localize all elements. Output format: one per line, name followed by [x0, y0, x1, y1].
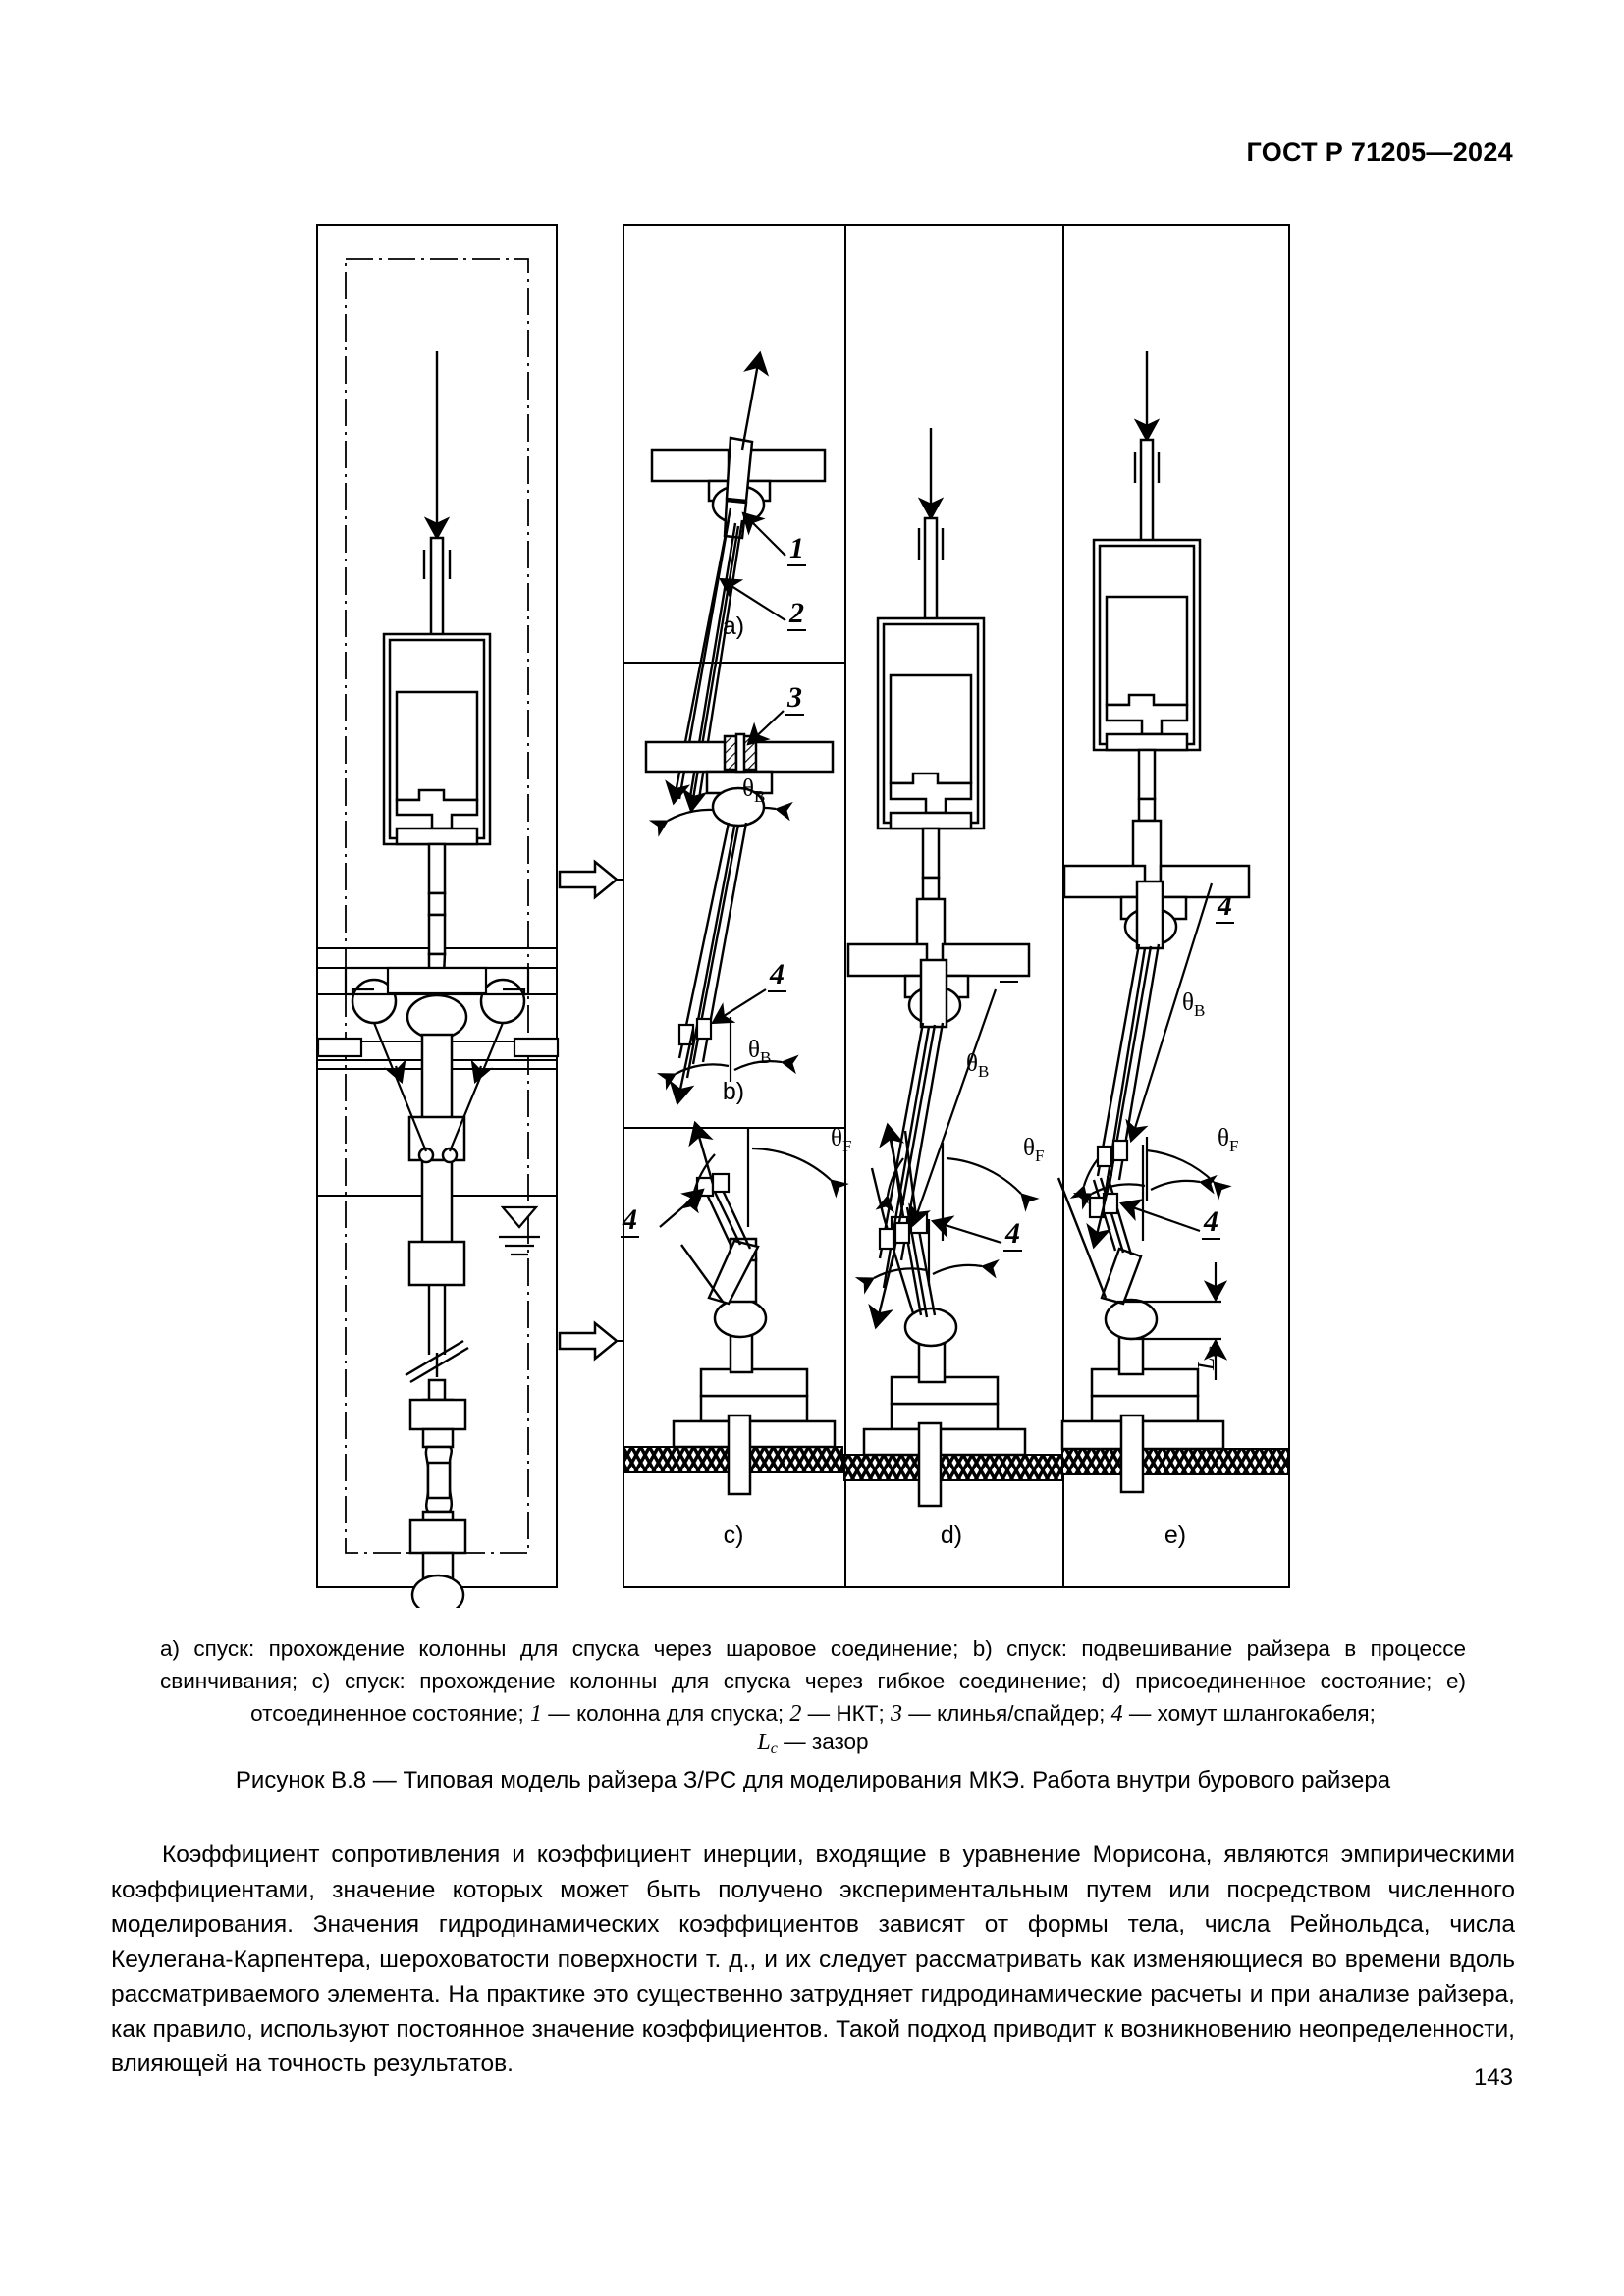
theta-sub: F: [1034, 1147, 1045, 1165]
theta-glyph: θ: [748, 1037, 760, 1063]
caption-item-4-text: хомут шлангокабеля;: [1157, 1701, 1376, 1726]
caption-item-1-text: колонна для спуска;: [576, 1701, 790, 1726]
connector-arrow-lower: [558, 1320, 619, 1362]
angle-theta-f-panel-e: θF: [1218, 1125, 1238, 1156]
overview-diagram: [316, 258, 560, 1608]
page-header-standard: ГОСТ Р 71205—2024: [1246, 137, 1513, 167]
panel-b-art: [644, 710, 835, 1106]
callout-3-panel-b: 3: [785, 681, 804, 716]
angle-theta-b-panel-mid: θB: [966, 1050, 989, 1082]
angle-theta-b-panel-right: θB: [1182, 989, 1205, 1021]
theta-glyph: θ: [831, 1125, 842, 1151]
angle-theta-b-panel-b: θB: [748, 1037, 771, 1068]
theta-sub: F: [841, 1137, 852, 1155]
theta-glyph: θ: [1182, 989, 1194, 1016]
mid-column-art: [846, 351, 1251, 1330]
theta-glyph: θ: [966, 1050, 978, 1077]
callout-4-panel-e: 4: [1202, 1205, 1220, 1240]
panel-label-d: d): [940, 1522, 963, 1549]
theta-sub: B: [753, 787, 766, 806]
theta-sub: B: [977, 1062, 990, 1081]
angle-theta-f-panel-d: θF: [1023, 1135, 1044, 1166]
caption-item-1-num: 1: [530, 1701, 543, 1727]
figure-caption: a) спуск: прохождение колонны для спуска…: [160, 1632, 1466, 1731]
caption-line-1: a) спуск: прохождение колонны для спуска…: [160, 1636, 1466, 1661]
caption-lc-sub: c: [770, 1740, 778, 1757]
panel-divider-v2: [1062, 226, 1064, 1586]
caption-item-4-dash: —: [1122, 1701, 1158, 1726]
panel-label-c: c): [723, 1522, 744, 1549]
panel-label-e: e): [1164, 1522, 1187, 1549]
figure-caption-lc-line: Lc — зазор: [111, 1730, 1515, 1758]
caption-line-3-prefix: e) отсоединенное состояние;: [250, 1669, 1466, 1726]
caption-item-2-text: НКТ;: [836, 1701, 892, 1726]
caption-item-2-dash: —: [801, 1701, 837, 1726]
panel-label-b: b): [722, 1078, 745, 1105]
callout-2-panel-a: 2: [787, 597, 806, 631]
panel-divider-v1: [844, 226, 846, 1586]
panel-e-art: [1056, 1145, 1289, 1494]
panel-divider-h2: [624, 1127, 844, 1129]
caption-item-1-dash: —: [542, 1701, 577, 1726]
panel-diagrams: [623, 350, 1289, 1508]
panel-divider-h1: [624, 662, 844, 664]
theta-glyph: θ: [742, 775, 754, 802]
caption-item-3-dash: —: [902, 1701, 938, 1726]
caption-item-3-text: клинья/спайдер;: [937, 1701, 1111, 1726]
page-number: 143: [1473, 2064, 1513, 2091]
figure-title: Рисунок В.8 — Типовая модель райзера З/Р…: [235, 1767, 1391, 1793]
caption-item-3-num: 3: [891, 1701, 903, 1727]
panel-c-art: [623, 1120, 849, 1496]
theta-glyph: θ: [1218, 1125, 1229, 1151]
connector-arrow-upper: [558, 859, 619, 900]
figure-b8: 1 2 3 4 4 4 4 4 4 θB θB θB θB θF θF θF L…: [0, 214, 1624, 1608]
caption-item-4-num: 4: [1110, 1701, 1123, 1727]
caption-lc-symbol: L: [757, 1730, 771, 1755]
figure-connectors: [558, 859, 623, 1362]
caption-lc-text: — зазор: [777, 1730, 869, 1754]
panel-label-a: a): [722, 613, 745, 640]
theta-glyph: θ: [1023, 1135, 1035, 1161]
callout-1-panel-a: 1: [787, 532, 806, 566]
angle-theta-f-panel-c: θF: [831, 1125, 851, 1156]
theta-sub: B: [759, 1048, 772, 1067]
body-paragraph: Коэффициент сопротивления и коэффициент …: [111, 1842, 1515, 2077]
callout-4-panel-b: 4: [768, 958, 786, 992]
callout-4-panel-c: 4: [621, 1203, 639, 1238]
caption-line-2: свинчивания; c) спуск: прохождение колон…: [160, 1669, 1433, 1693]
callout-4-panel-d: 4: [1003, 1217, 1022, 1252]
theta-sub: B: [1193, 1001, 1206, 1020]
caption-item-2-num: 2: [789, 1701, 802, 1727]
panel-d-art: [843, 1122, 1063, 1508]
angle-theta-b-panel-a: θB: [742, 775, 765, 807]
theta-sub: F: [1228, 1137, 1239, 1155]
